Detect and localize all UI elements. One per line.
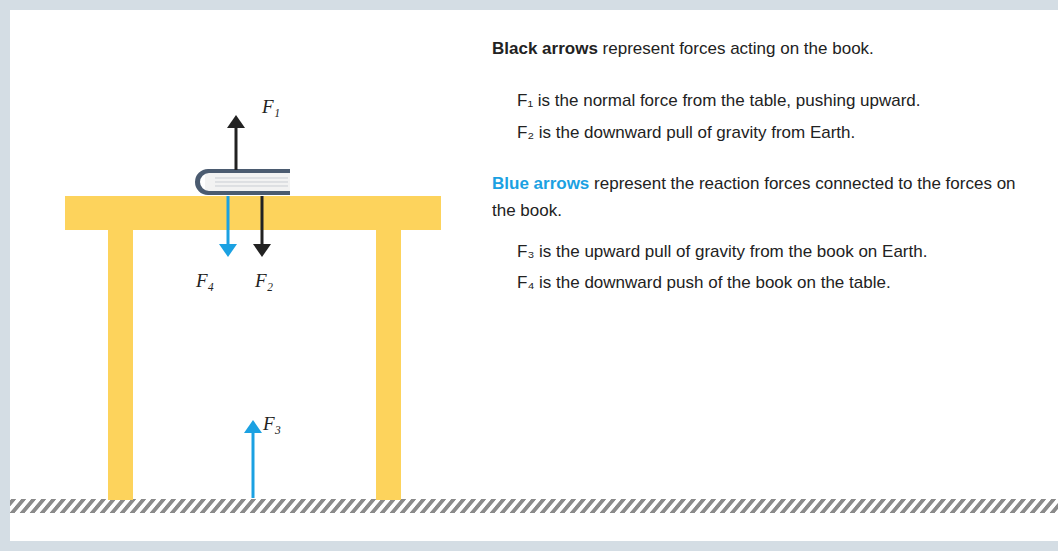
reaction-arrow <box>244 420 262 498</box>
legend-paragraph: Black arrowsrepresent forces acting on t… <box>492 35 1037 62</box>
legend-heading: Blue arrows <box>492 174 594 193</box>
reaction-arrow <box>219 196 237 257</box>
ground-hatch <box>10 499 1058 513</box>
force-label: F₂ <box>255 270 273 292</box>
force-description: F₄ is the downward push of the book on t… <box>517 271 891 295</box>
force-description: F₂ is the downward pull of gravity from … <box>517 121 855 145</box>
force-label: F₁ <box>262 96 280 118</box>
force-label: F₃ <box>263 413 281 435</box>
table-leg <box>108 228 133 500</box>
table-leg <box>376 228 401 500</box>
legend-paragraph: Blue arrowsrepresent the reaction forces… <box>492 170 1037 224</box>
book <box>195 169 290 195</box>
legend-text: represent forces acting on the book. <box>603 39 874 58</box>
table-top <box>65 196 441 230</box>
force-arrow <box>227 115 245 170</box>
force-arrow <box>253 196 271 257</box>
force-description: F₁ is the normal force from the table, p… <box>517 89 921 113</box>
legend-heading: Black arrows <box>492 39 603 58</box>
force-description: F₃ is the upward pull of gravity from th… <box>517 240 927 264</box>
force-label: F₄ <box>196 270 214 292</box>
